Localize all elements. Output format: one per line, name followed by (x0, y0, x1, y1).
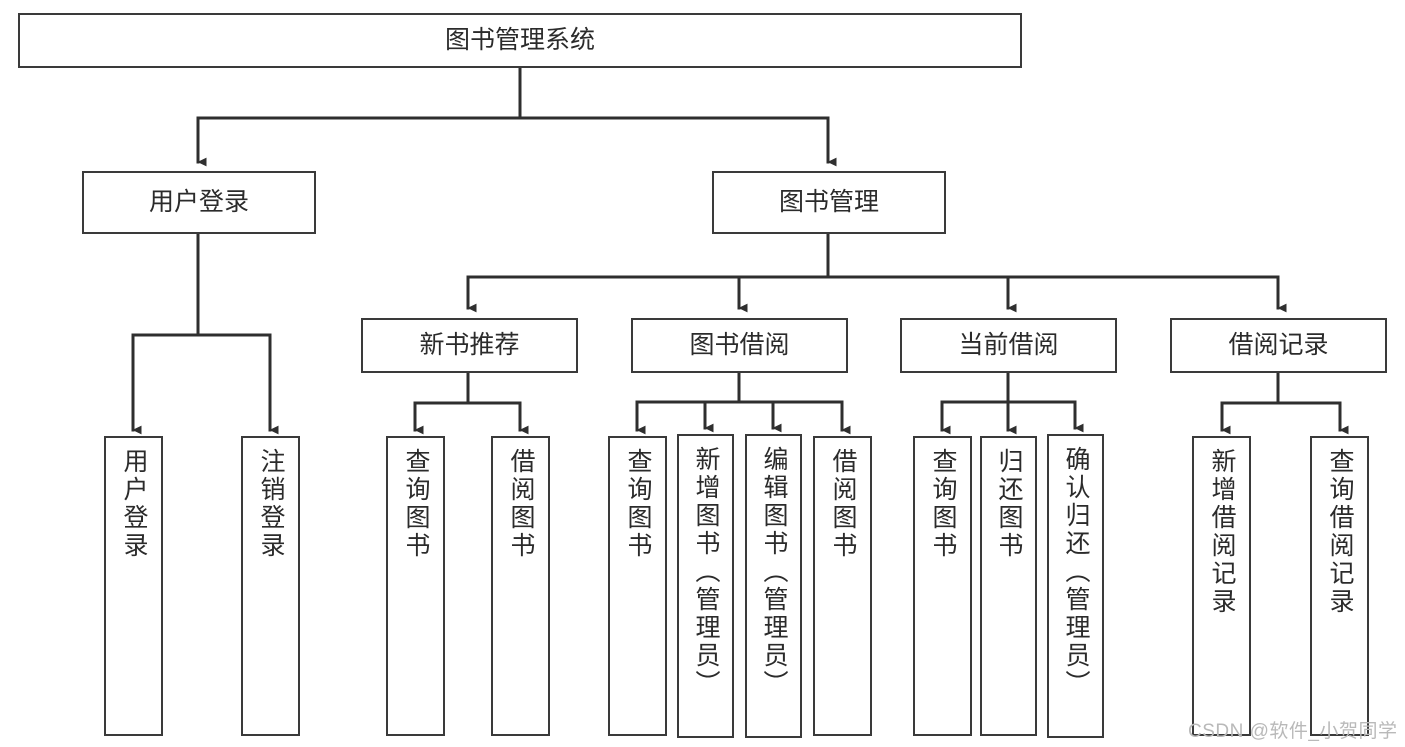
node-book-borrow[interactable]: 图书借阅 (631, 318, 848, 373)
leaf-confirm-return-admin[interactable]: 确认归还（管理员） (1047, 434, 1104, 738)
leaf-add-borrow-record[interactable]: 新增借阅记录 (1192, 436, 1251, 736)
leaf-add-book-admin[interactable]: 新增图书（管理员） (677, 434, 734, 738)
node-label: 查询图书 (624, 448, 652, 560)
node-label: 编辑图书（管理员） (760, 446, 788, 698)
node-label: 新增图书（管理员） (692, 446, 720, 698)
node-label: 借阅图书 (829, 448, 857, 560)
node-label: 查询借阅记录 (1326, 448, 1354, 616)
node-current-borrow[interactable]: 当前借阅 (900, 318, 1117, 373)
node-label: 图书管理 (778, 187, 879, 216)
leaf-borrow-book-recommend[interactable]: 借阅图书 (491, 436, 550, 736)
node-label: 查询图书 (929, 448, 957, 560)
node-label: 用户登录 (148, 187, 249, 216)
node-label: 归还图书 (995, 448, 1023, 560)
node-label: 图书管理系统 (444, 25, 595, 54)
node-label: 新书推荐 (419, 330, 520, 359)
node-book-management[interactable]: 图书管理 (712, 171, 946, 234)
node-user-login[interactable]: 用户登录 (82, 171, 316, 234)
leaf-query-book[interactable]: 查询图书 (608, 436, 667, 736)
leaf-borrow-book[interactable]: 借阅图书 (813, 436, 872, 736)
node-label: 借阅记录 (1228, 330, 1329, 359)
leaf-user-login[interactable]: 用户登录 (104, 436, 163, 736)
node-label: 确认归还（管理员） (1062, 446, 1090, 698)
csdn-watermark: CSDN @软件_小贺同学 (1188, 721, 1398, 742)
node-label: 用户登录 (120, 448, 148, 560)
leaf-edit-book-admin[interactable]: 编辑图书（管理员） (745, 434, 802, 738)
node-label: 新增借阅记录 (1208, 448, 1236, 616)
node-label: 注销登录 (257, 448, 285, 560)
node-label: 查询图书 (402, 448, 430, 560)
leaf-logout[interactable]: 注销登录 (241, 436, 300, 736)
leaf-query-book-recommend[interactable]: 查询图书 (386, 436, 445, 736)
node-root-system[interactable]: 图书管理系统 (18, 13, 1022, 68)
leaf-query-borrow-record[interactable]: 查询借阅记录 (1310, 436, 1369, 736)
node-label: 当前借阅 (958, 330, 1059, 359)
leaf-query-book-current[interactable]: 查询图书 (913, 436, 972, 736)
node-label: 图书借阅 (689, 330, 790, 359)
node-label: 借阅图书 (507, 448, 535, 560)
leaf-return-book[interactable]: 归还图书 (980, 436, 1037, 736)
node-new-book-recommend[interactable]: 新书推荐 (361, 318, 578, 373)
node-borrow-record[interactable]: 借阅记录 (1170, 318, 1387, 373)
